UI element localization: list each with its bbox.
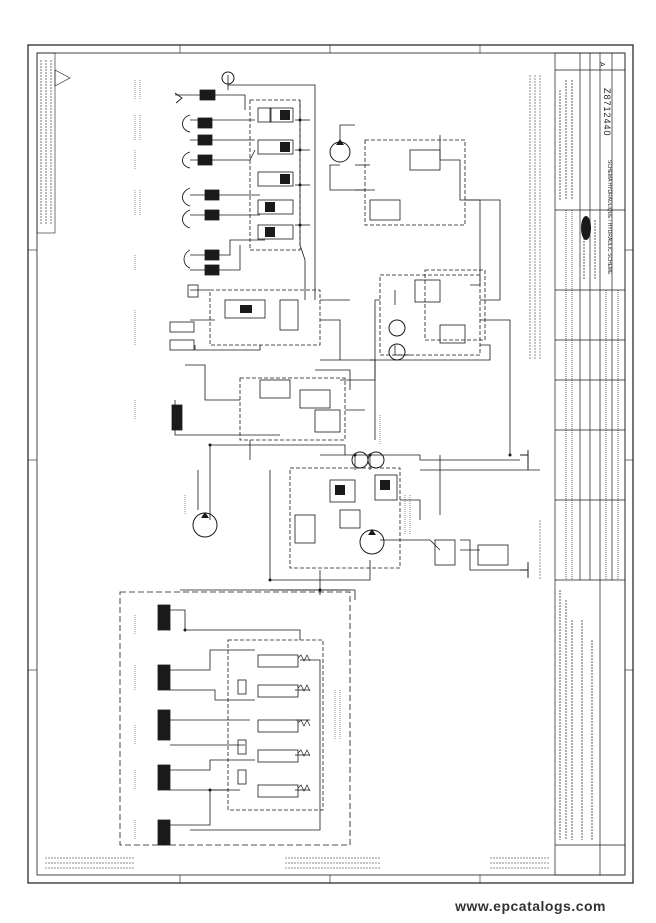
pressure-gauge-top [221,71,235,85]
title-block-texts: A Z8712440 SCHEMA HYDRAULIQUE / HYDRAULI… [598,62,612,275]
spring-symbols [297,654,311,792]
inner-border [36,52,626,876]
company-logo [581,216,591,240]
cylinders-top [187,89,220,298]
outer-border [27,44,634,884]
valve-spools [224,107,509,566]
hoses-left [174,92,191,269]
component-label-marks [134,80,411,840]
drawing-revision: A [598,62,605,67]
drawing-number: Z8712440 [602,88,612,137]
pump-arrows [201,139,376,535]
valve-spool-fills [240,110,390,495]
watermark-text: www.epcatalogs.com [455,898,606,914]
left-note-block [36,52,71,234]
cylinders-bottom [157,321,195,846]
drawing-title: SCHEMA HYDRAULIQUE / HYDRAULIC SCHEME [606,160,612,275]
bottom-notes [45,857,550,869]
pumps [192,141,406,555]
border-ticks [28,45,633,883]
right-side-note [529,75,541,580]
solenoid-valves-bottom [237,654,299,798]
title-block [554,52,626,876]
junction-dots [183,118,512,792]
hydraulic-lines [119,75,540,846]
return-markers [520,450,529,578]
